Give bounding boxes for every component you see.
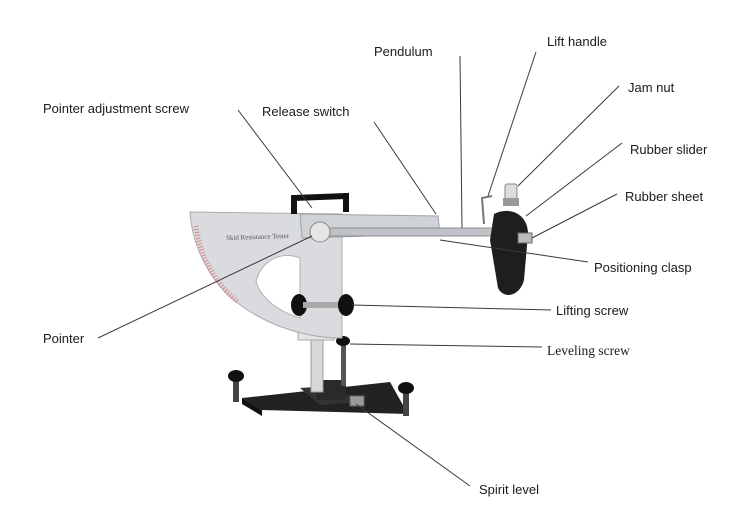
label-release-switch: Release switch <box>262 104 350 119</box>
label-lift-handle: Lift handle <box>547 34 607 49</box>
leader-spirit-level <box>355 403 471 487</box>
label-pointer-adjustment-screw: Pointer adjustment screw <box>43 101 189 116</box>
leader-pointer <box>97 235 313 339</box>
leader-jam-nut <box>517 85 620 187</box>
spirit-level-block <box>349 395 365 407</box>
leader-pointer-adjustment-screw <box>237 109 313 209</box>
base-frame <box>242 380 408 416</box>
top-handle <box>291 192 349 214</box>
label-pendulum: Pendulum <box>374 44 433 59</box>
pendulum-arm <box>299 213 495 243</box>
label-leveling-screw: Leveling screw <box>547 343 630 358</box>
pendulum-head <box>480 183 533 295</box>
leader-lift-handle <box>487 51 537 197</box>
lifting-screw-knobs <box>291 294 354 316</box>
label-pointer: Pointer <box>43 331 85 346</box>
leader-lines <box>97 51 623 487</box>
leader-leveling-screw <box>349 343 543 348</box>
leader-rubber-slider <box>525 142 623 217</box>
leveling-feet <box>228 336 414 416</box>
leader-lifting-screw <box>351 304 552 311</box>
label-lifting-screw: Lifting screw <box>556 303 629 318</box>
label-jam-nut: Jam nut <box>628 80 675 95</box>
label-rubber-sheet: Rubber sheet <box>625 189 704 204</box>
label-spirit-level: Spirit level <box>479 482 539 497</box>
label-positioning-clasp: Positioning clasp <box>594 260 692 275</box>
label-rubber-slider: Rubber slider <box>630 142 708 157</box>
leader-positioning-clasp <box>439 239 589 263</box>
leader-pendulum <box>459 55 463 229</box>
leader-rubber-sheet <box>531 193 618 239</box>
leader-release-switch <box>373 121 437 215</box>
